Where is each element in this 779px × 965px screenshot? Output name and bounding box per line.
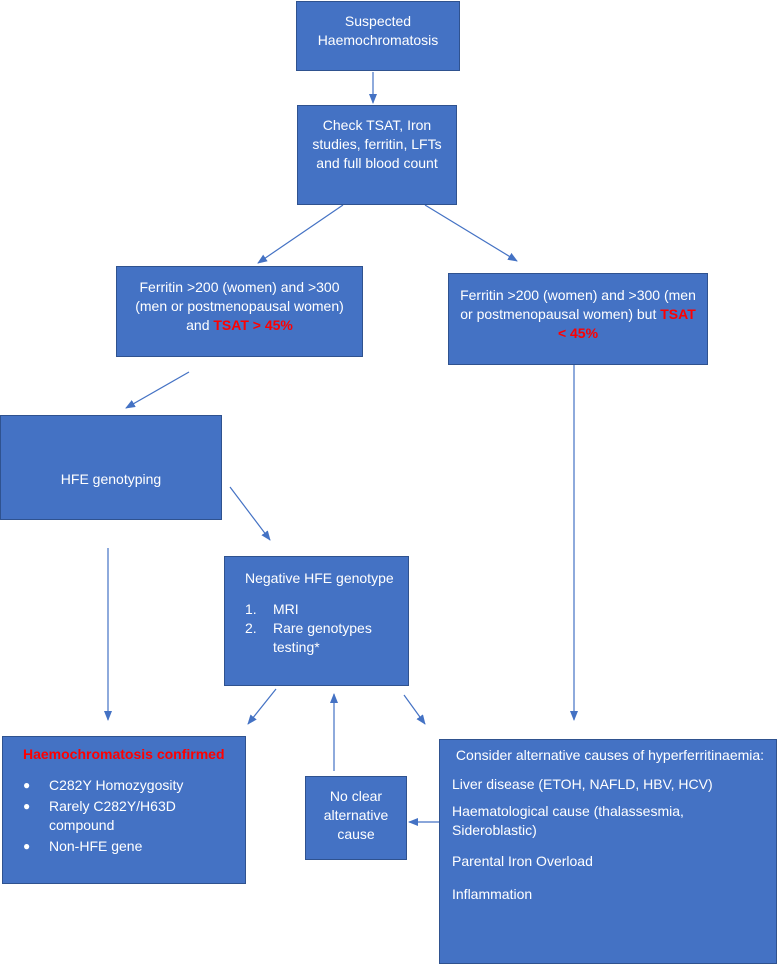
- node-alternative-item: Liver disease (ETOH, NAFLD, HBV, HCV): [452, 776, 713, 792]
- bullet-icon: ●: [23, 778, 31, 792]
- arrow-check-to-ferritin-high: [257, 204, 344, 264]
- node-ferritin-low-highlight: TSAT < 45%: [557, 306, 696, 341]
- list-item-text: C282Y Homozygosity: [49, 777, 184, 793]
- node-no-clear-text: No clear alternative cause: [323, 788, 389, 842]
- list-item-number: 2.: [245, 620, 257, 636]
- list-item: ● C282Y Homozygosity: [23, 776, 237, 795]
- node-suspected-haemochromatosis: Suspected Haemochromatosis: [296, 1, 460, 71]
- list-item: ● Rarely C282Y/H63D compound: [23, 797, 237, 835]
- node-suspected-text: Suspected Haemochromatosis: [317, 13, 439, 48]
- node-ferritin-low-text: Ferritin >200 (women) and >300 (men or p…: [460, 287, 696, 322]
- bullet-icon: ●: [23, 839, 31, 853]
- list-item-number: 1.: [245, 601, 257, 617]
- node-check-text: Check TSAT, Iron studies, ferritin, LFTs…: [312, 117, 442, 171]
- list-item: ● Non-HFE gene: [23, 837, 237, 856]
- list-item-text: Rare genotypes testing*: [273, 620, 372, 655]
- node-haemochromatosis-confirmed: Haemochromatosis confirmed ● C282Y Homoz…: [2, 736, 246, 884]
- list-item: 2. Rare genotypes testing*: [245, 619, 400, 657]
- node-check-tests: Check TSAT, Iron studies, ferritin, LFTs…: [297, 105, 457, 205]
- node-negative-list: 1. MRI 2. Rare genotypes testing*: [245, 600, 400, 657]
- list-item-text: Rarely C282Y/H63D compound: [49, 798, 176, 833]
- node-alternative-item: Inflammation: [452, 886, 533, 902]
- node-hfe-text: HFE genotyping: [60, 471, 162, 487]
- node-alternative-causes: Consider alternative causes of hyperferr…: [439, 739, 777, 964]
- arrow-negative-to-confirmed: [247, 688, 277, 725]
- node-alternative-title: Consider alternative causes of hyperferr…: [455, 747, 765, 763]
- node-alternative-item: Haematological cause (thalassesmia, Side…: [452, 803, 684, 838]
- arrow-negative-to-alternative: [403, 694, 426, 725]
- node-hfe-genotyping: HFE genotyping: [0, 415, 222, 520]
- node-no-clear-cause: No clear alternative cause: [305, 776, 407, 860]
- node-ferritin-high-text: Ferritin >200 (women) and >300 (men or p…: [135, 279, 344, 333]
- node-confirmed-title: Haemochromatosis confirmed: [23, 746, 225, 762]
- node-ferritin-high-tsat: Ferritin >200 (women) and >300 (men or p…: [116, 266, 363, 357]
- arrow-check-to-ferritin-low: [424, 204, 518, 262]
- list-item-text: Non-HFE gene: [49, 838, 143, 854]
- node-ferritin-low-tsat: Ferritin >200 (women) and >300 (men or p…: [448, 273, 708, 365]
- list-item: 1. MRI: [245, 600, 400, 619]
- bullet-icon: ●: [23, 799, 31, 813]
- arrow-ferritin-high-to-hfe: [125, 371, 190, 409]
- node-ferritin-high-highlight: TSAT > 45%: [213, 317, 293, 333]
- arrow-hfe-to-negative: [229, 486, 271, 541]
- list-item-text: MRI: [273, 601, 299, 617]
- node-negative-hfe: Negative HFE genotype 1. MRI 2. Rare gen…: [224, 556, 409, 686]
- node-alternative-item: Parental Iron Overload: [452, 853, 593, 869]
- node-confirmed-list: ● C282Y Homozygosity ● Rarely C282Y/H63D…: [23, 776, 237, 856]
- node-negative-title: Negative HFE genotype: [245, 570, 394, 586]
